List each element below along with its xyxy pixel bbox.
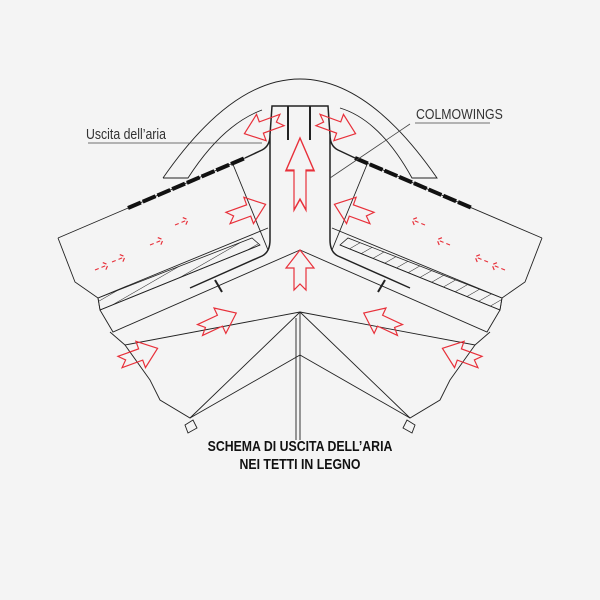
arrow-exit-right: [312, 106, 361, 148]
arrow-eave-left: [114, 334, 163, 376]
air-exit-label: Uscita dell’aria: [86, 126, 166, 143]
arrow-up-center: [285, 249, 315, 291]
arrow-up-vent: [284, 136, 316, 212]
screws: [214, 106, 386, 293]
colmowings-leader: [329, 122, 490, 179]
title-line-1: SCHEMA DI USCITA DELL’ARIA: [207, 438, 393, 455]
roof-tiles: [127, 156, 473, 210]
arrow-eave-right: [437, 334, 486, 376]
diagram-title: SCHEMA DI USCITA DELL’ARIA NEI TETTI IN …: [54, 438, 546, 474]
arrow-beam-right: [357, 299, 407, 344]
insulation-hatch: [97, 237, 503, 311]
arrow-exit-left: [239, 106, 288, 148]
arrow-beam-left: [193, 299, 243, 344]
colmowings-label: COLMOWINGS: [416, 106, 503, 123]
title-line-2: NEI TETTI IN LEGNO: [239, 456, 361, 473]
ridge-cap-outline: [162, 78, 438, 179]
